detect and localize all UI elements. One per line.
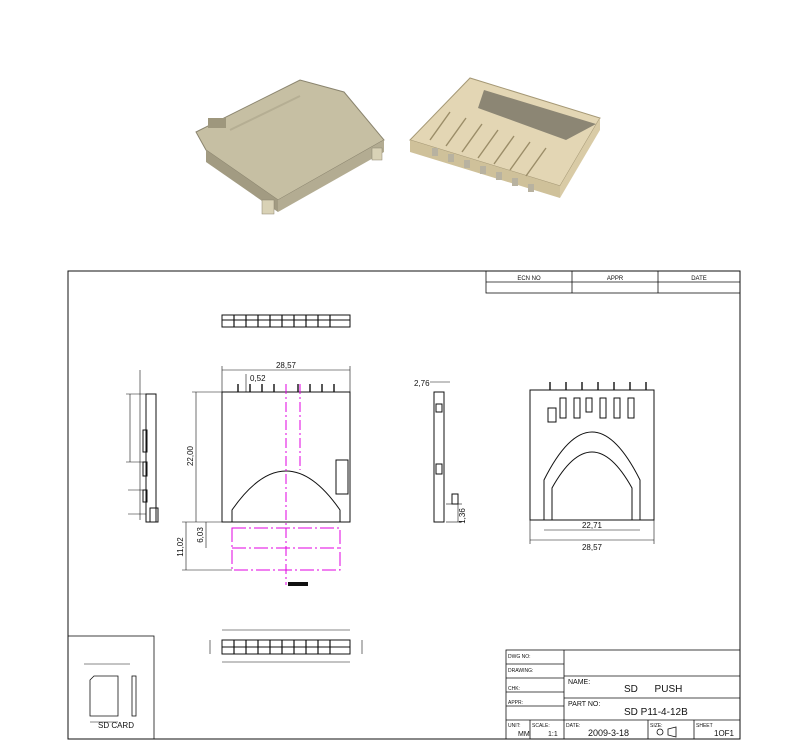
revision-date-label: DATE [691, 276, 707, 282]
dim-side-height: 2,76 [414, 379, 430, 388]
dim-rear-width: 28,57 [582, 543, 603, 552]
sd-card-inset [67, 635, 155, 740]
tb-size-label: SIZE: [650, 723, 663, 729]
inset-label: SD CARD [98, 721, 134, 730]
dim-extension-inner: 6,03 [196, 527, 205, 543]
connector-top-view-photo [195, 79, 385, 215]
dim-rear-inner: 22,71 [582, 521, 603, 530]
tb-part-label: PART NO: [568, 701, 600, 708]
rear-view [529, 382, 655, 544]
tb-date-value: 2009-3-18 [588, 728, 629, 738]
tb-unit-value: MM [518, 731, 530, 738]
revision-appr-label: APPR [607, 276, 624, 282]
card-stop-mark [288, 582, 308, 586]
left-side-view [126, 370, 159, 523]
tb-unit-label: UNIT: [508, 723, 521, 729]
tb-drawing-label: DRAWING: [508, 668, 533, 674]
tb-scale-label: SCALE: [532, 723, 550, 729]
card-insertion-outline [231, 384, 341, 585]
top-edge-view [221, 314, 351, 328]
drawing-frame [67, 270, 741, 740]
dim-pin-len: 1,36 [458, 508, 467, 524]
title-block [505, 649, 741, 740]
connector-front-view-photo [409, 77, 601, 198]
technical-drawing: ECN NO APPR DATE [67, 270, 741, 740]
tb-sheet-label: SHEET [696, 723, 713, 729]
right-side-view [430, 381, 462, 523]
product-photo [195, 77, 601, 215]
tb-dwg-no-label: DWG NO: [508, 654, 531, 660]
tb-scale-value: 1:1 [548, 731, 558, 738]
dim-height-side: 22,00 [186, 445, 195, 466]
projection-symbol-icon [656, 726, 677, 738]
bottom-edge-view [209, 629, 363, 663]
dim-extension-total: 11,02 [176, 537, 185, 557]
dim-lip: 0,52 [250, 374, 266, 383]
tb-date-label: DATE: [566, 723, 580, 729]
dim-width-top: 28,57 [276, 361, 297, 370]
revision-header [485, 270, 741, 294]
tb-chk-label: CHK: [508, 686, 520, 692]
tb-name-value: SD PUSH [624, 684, 682, 695]
tb-part-value: SD P11-4-12B [624, 707, 688, 718]
main-top-view [182, 366, 351, 571]
tb-name-label: NAME: [568, 679, 590, 686]
tb-appr-label: APPR: [508, 700, 523, 706]
revision-ecn-label: ECN NO [517, 276, 541, 282]
tb-sheet-value: 1OF1 [714, 729, 735, 738]
